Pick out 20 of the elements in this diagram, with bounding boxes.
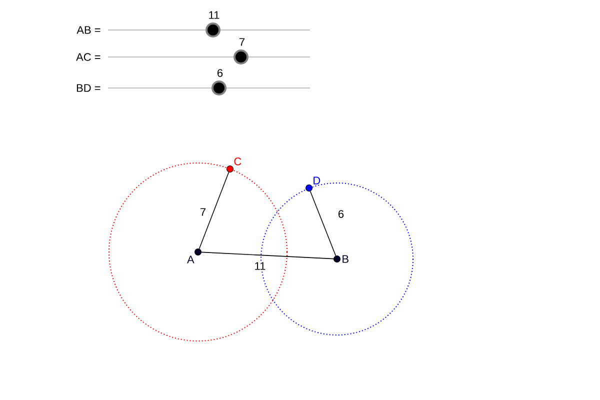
node-label: D bbox=[314, 176, 320, 184]
node-label: C bbox=[234, 158, 242, 166]
slider-label: AC = bbox=[76, 53, 100, 61]
line-segment bbox=[198, 172, 230, 250]
edge-label: 6 bbox=[336, 209, 346, 219]
line-segment bbox=[310, 190, 336, 256]
slider-value: 11 bbox=[209, 11, 220, 19]
point: D bbox=[306, 176, 320, 192]
edge-label: 7 bbox=[198, 207, 208, 217]
slider-value: 6 bbox=[218, 69, 223, 77]
edge-label: 11 bbox=[253, 261, 267, 271]
line-segment bbox=[201, 252, 334, 260]
slider-label: BD = bbox=[76, 84, 100, 92]
slider-value: 7 bbox=[240, 38, 244, 46]
point: A bbox=[187, 248, 202, 264]
slider-label: AB = bbox=[76, 26, 100, 34]
node-label: B bbox=[342, 255, 348, 263]
point: C bbox=[226, 158, 242, 172]
node-label: A bbox=[187, 256, 194, 264]
point: B bbox=[334, 255, 348, 263]
